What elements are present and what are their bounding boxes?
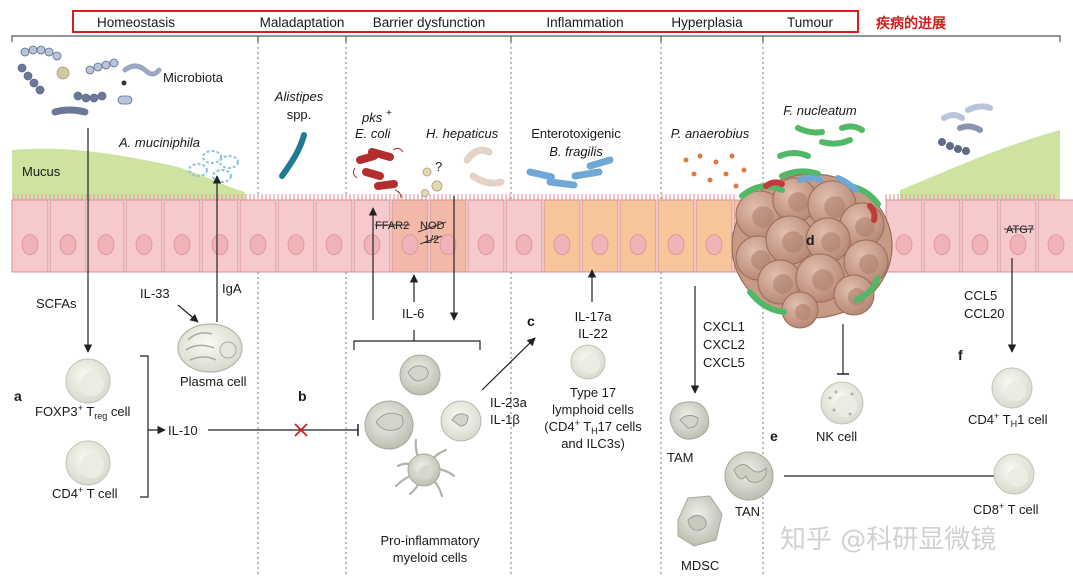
tumour-mass xyxy=(731,168,893,329)
epithelium xyxy=(11,194,1073,273)
type17-cell xyxy=(570,344,606,380)
microbiota-group xyxy=(17,45,162,116)
cd8-t-cell xyxy=(993,453,1035,495)
stage-tumour: Tumour xyxy=(787,15,834,30)
proinflammatory-label-1: Pro-inflammatory xyxy=(381,533,480,548)
il10-label: IL-10 xyxy=(168,423,198,438)
treg-cell xyxy=(65,358,111,404)
ccl5-label: CCL5 xyxy=(964,288,997,303)
alistipes-spp-label: spp. xyxy=(287,107,312,122)
progression-label: 疾病的进展 xyxy=(876,15,946,32)
e-coli-label: E. coli xyxy=(355,126,392,141)
alistipes-label: Alistipes xyxy=(274,89,324,104)
myeloid-bracket xyxy=(353,340,481,350)
plasma-cell xyxy=(177,323,243,373)
cd8-label: CD8+ T cell xyxy=(973,501,1039,517)
ccl20-label: CCL20 xyxy=(964,306,1004,321)
tan-label: TAN xyxy=(735,504,760,519)
f-nucleatum-label: F. nucleatum xyxy=(783,103,857,118)
nk-cell xyxy=(820,381,864,425)
stage-brackets xyxy=(11,35,1061,42)
nod-strike-2 xyxy=(419,235,443,245)
stage-maladaptation: Maladaptation xyxy=(260,15,345,30)
stage-homeostasis: Homeostasis xyxy=(97,15,175,30)
pks-sup: + xyxy=(386,108,392,119)
mdsc-label: MDSC xyxy=(681,558,719,573)
stage-hyperplasia: Hyperplasia xyxy=(671,15,743,30)
panel-b-label: b xyxy=(298,388,307,404)
mdsc-cell xyxy=(677,495,723,547)
alistipes-bacterium xyxy=(279,132,307,179)
mucus-layer xyxy=(12,148,245,200)
watermark: 知乎 @科研显微镜 xyxy=(780,525,996,555)
stage-inflammation: Inflammation xyxy=(546,15,623,30)
scfas-label: SCFAs xyxy=(36,296,77,311)
il33-arrow xyxy=(177,304,199,323)
tam-label: TAM xyxy=(667,450,693,465)
tam-cell xyxy=(669,401,710,440)
tan-cell xyxy=(724,451,774,501)
a-muciniphila-bacteria xyxy=(188,150,239,183)
th1-cell xyxy=(991,367,1033,409)
myeloid-cells xyxy=(364,354,482,498)
type17-label-4: and ILC3s) xyxy=(561,436,625,451)
pks-label: pks xyxy=(361,110,383,125)
type17-label-3: (CD4+ TH17 cells xyxy=(544,418,642,436)
nod-strike xyxy=(417,221,447,233)
treg-label: FOXP3+ Treg cell xyxy=(35,403,130,421)
il33-label: IL-33 xyxy=(140,286,170,301)
e-coli-bacteria xyxy=(352,147,404,199)
mucus-layer-right xyxy=(900,130,1060,200)
type17-label-1: Type 17 xyxy=(570,385,616,400)
etbf-label-1: Enterotoxigenic xyxy=(531,126,621,141)
f-nucleatum-bacteria xyxy=(777,123,865,159)
cd4-t-cell-label: CD4+ T cell xyxy=(52,485,118,501)
il23a-arrow xyxy=(481,337,536,391)
blocked-cross-icon xyxy=(294,423,308,437)
stage-barrier-dysfunction: Barrier dysfunction xyxy=(373,15,486,30)
nk-cell-label: NK cell xyxy=(816,429,857,444)
il17a-label: IL-17a xyxy=(575,309,613,324)
panel-a-label: a xyxy=(14,388,22,404)
plasma-cell-label: Plasma cell xyxy=(180,374,247,389)
cxcl2-label: CXCL2 xyxy=(703,337,745,352)
il23a-label: IL-23a xyxy=(490,395,528,410)
cxcl5-label: CXCL5 xyxy=(703,355,745,370)
il6-label: IL-6 xyxy=(402,306,424,321)
il1b-label: IL-1β xyxy=(490,412,520,427)
microbiota-right xyxy=(938,103,993,155)
panel-f-label: f xyxy=(958,347,963,363)
il22-label: IL-22 xyxy=(578,326,608,341)
etbf-label-2: B. fragilis xyxy=(549,144,603,159)
mucus-label: Mucus xyxy=(22,164,61,179)
atg7-label: ATG7 xyxy=(1006,224,1034,236)
panel-e-label: e xyxy=(770,428,778,444)
question-mark: ? xyxy=(435,159,442,174)
cd4-t-cell xyxy=(65,440,111,486)
panel-c-label: c xyxy=(527,313,535,329)
type17-label-2: lymphoid cells xyxy=(552,402,634,417)
p-anaerobius-bacteria xyxy=(683,153,747,189)
h-hepaticus-label: H. hepaticus xyxy=(426,126,499,141)
cxcl1-label: CXCL1 xyxy=(703,319,745,334)
th1-label: CD4+ TH1 cell xyxy=(968,411,1048,429)
a-muciniphila-label: A. muciniphila xyxy=(118,135,200,150)
iga-label: IgA xyxy=(222,281,242,296)
p-anaerobius-label: P. anaerobius xyxy=(671,126,750,141)
stage-header-box xyxy=(72,10,859,33)
panel-d-label: d xyxy=(806,232,815,248)
proinflammatory-label-2: myeloid cells xyxy=(393,550,468,565)
etbf-bacteria xyxy=(526,156,614,189)
h-hepaticus-bacteria xyxy=(421,146,505,197)
ffar2-label: FFAR2 xyxy=(375,220,409,232)
stage-dividers xyxy=(257,42,764,575)
microbiota-label: Microbiota xyxy=(163,70,224,85)
il10-bracket xyxy=(140,355,149,498)
